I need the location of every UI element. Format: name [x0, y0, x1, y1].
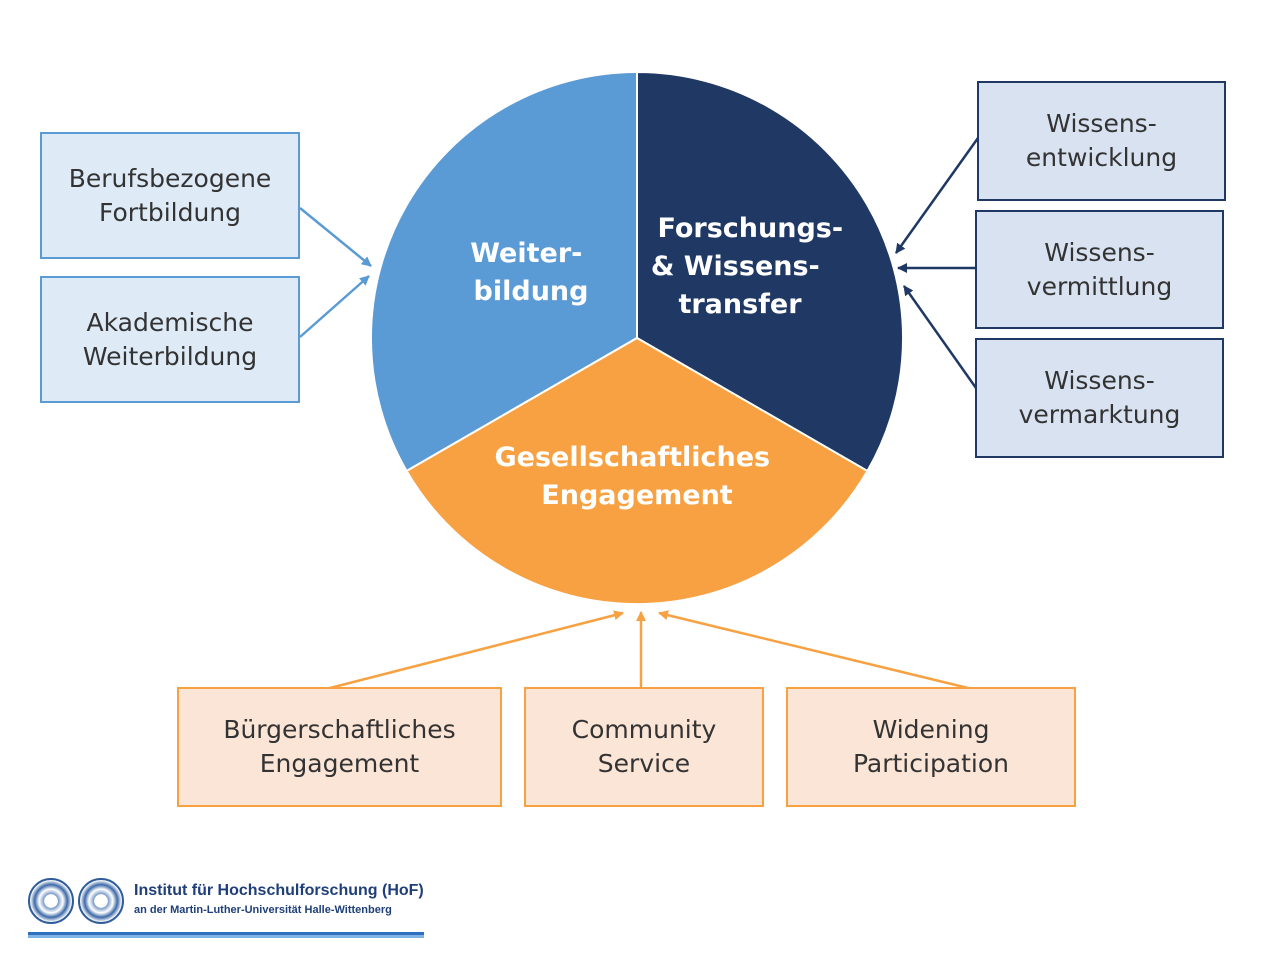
arrow-wissensvermarktung — [902, 285, 978, 389]
sector-forschung — [636, 70, 905, 473]
box-buergerschaftliches-engagement: Bürgerschaftliches Engagement — [177, 687, 502, 807]
institute-logo: Institut für Hochschulforschung (HoF) an… — [28, 876, 424, 940]
box-line: vermittlung — [1026, 271, 1173, 301]
box-widening-participation: Widening Participation — [786, 687, 1076, 807]
label-forschung: Forschungs- & Wissens- transfer — [651, 213, 853, 320]
box-line: Wissens- — [1044, 237, 1155, 267]
box-line: Wissens- — [1046, 109, 1157, 138]
sector-weiterbildung — [369, 70, 638, 473]
box-line: vermarktung — [1018, 400, 1181, 429]
box-line: Berufsbezogene — [68, 163, 272, 193]
box-wissensvermittlung: Wissens- vermittlung — [975, 210, 1224, 329]
logo-subtitle: an der Martin-Luther-Universität Halle-W… — [134, 904, 392, 916]
box-wissensentwicklung: Wissens- entwicklung — [977, 81, 1226, 201]
arrow-buergerschaftliches — [329, 610, 624, 690]
box-line: Bürgerschaftliches — [223, 715, 456, 744]
box-wissensvermarktung: Wissens- vermarktung — [975, 338, 1224, 458]
box-line: entwicklung — [1025, 143, 1178, 172]
box-line: Community — [571, 715, 717, 744]
seal-icon — [78, 878, 124, 924]
box-akademische-weiterbildung: Akademische Weiterbildung — [40, 276, 300, 403]
arrow-wissensentwicklung — [894, 137, 980, 254]
box-line: Akademische — [86, 307, 254, 337]
arrow-berufsbezogene — [299, 207, 372, 267]
box-line: Widening — [872, 715, 990, 744]
box-community-service: Community Service — [524, 687, 764, 807]
box-line: Wissens- — [1044, 366, 1155, 395]
seal-icon — [28, 878, 74, 924]
box-line: Weiterbildung — [82, 341, 258, 371]
arrow-widening-participation — [658, 610, 969, 690]
box-line: Engagement — [259, 749, 420, 778]
box-line: Service — [597, 749, 691, 778]
label-gesellschaft: Gesellschaftliches Engagement — [494, 442, 779, 511]
logo-title: Institut für Hochschulforschung (HoF) — [134, 882, 424, 899]
box-line: Fortbildung — [98, 197, 242, 227]
arrow-akademische — [299, 275, 370, 338]
logo-bar — [28, 932, 424, 938]
box-berufsbezogene-fortbildung: Berufsbezogene Fortbildung — [40, 132, 300, 259]
box-line: Participation — [852, 749, 1010, 778]
sector-gesellschaft — [405, 336, 869, 606]
label-weiterbildung: Weiter- bildung — [470, 238, 592, 307]
